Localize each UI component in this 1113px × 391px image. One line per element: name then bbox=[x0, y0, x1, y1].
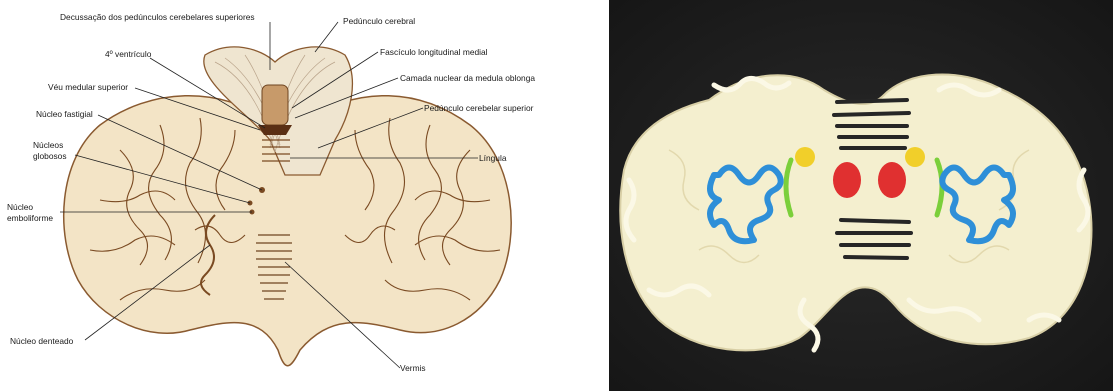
label-veu-medular: Véu medular superior bbox=[48, 82, 128, 92]
label-emboliforme-2: emboliforme bbox=[7, 213, 53, 223]
yellow-nucleus-right bbox=[905, 147, 925, 167]
label-vermis: Vermis bbox=[400, 363, 426, 373]
label-camada-nuclear: Camada nuclear da medula oblonga bbox=[400, 73, 535, 83]
label-emboliforme-1: Núcleo bbox=[7, 202, 33, 212]
label-decussacao: Decussação dos pedúnculos cerebelares su… bbox=[60, 12, 255, 22]
label-quarto-ventriculo: 4º ventrículo bbox=[105, 49, 152, 59]
label-pedunculo-cerebral: Pedúnculo cerebral bbox=[343, 16, 415, 26]
label-nucleos-globosos-1: Núcleos bbox=[33, 140, 63, 150]
red-nucleus-right bbox=[878, 162, 906, 198]
clay-model-illustration bbox=[609, 0, 1113, 391]
label-nucleo-denteado: Núcleo denteado bbox=[10, 336, 74, 346]
label-pedunculo-superior: Pedúnculo cerebelar superior bbox=[424, 103, 534, 113]
label-nucleos-globosos-2: globosos bbox=[33, 151, 67, 161]
label-lingula: Língula bbox=[479, 153, 507, 163]
red-nucleus-left bbox=[833, 162, 861, 198]
yellow-nucleus-left bbox=[795, 147, 815, 167]
cerebellum-illustration: Decussação dos pedúnculos cerebelares su… bbox=[0, 0, 600, 391]
label-fasciculo: Fascículo longitudinal medial bbox=[380, 47, 488, 57]
label-nucleo-fastigial: Núcleo fastigial bbox=[36, 109, 93, 119]
clay-model-photo bbox=[609, 0, 1113, 391]
midbrain-nuclei bbox=[262, 85, 288, 125]
anatomy-illustration-panel: Decussação dos pedúnculos cerebelares su… bbox=[0, 0, 600, 391]
